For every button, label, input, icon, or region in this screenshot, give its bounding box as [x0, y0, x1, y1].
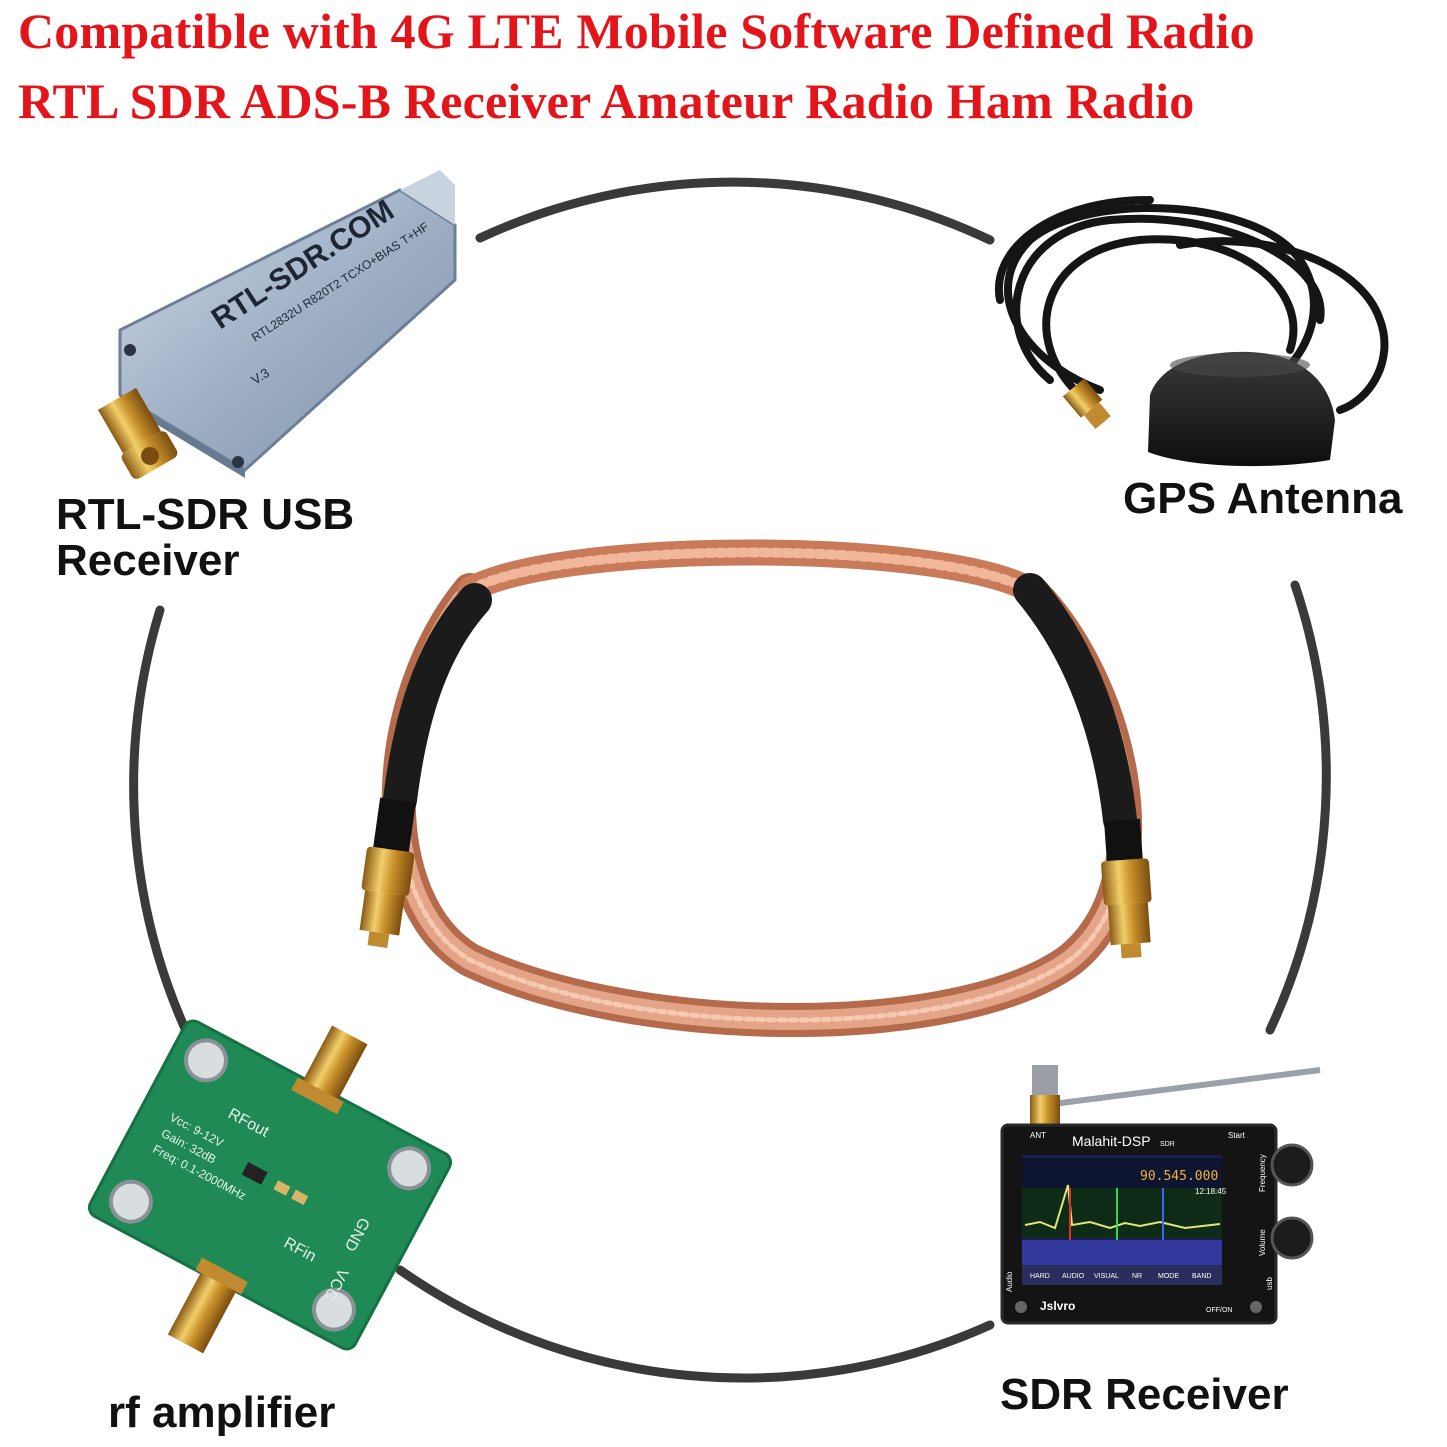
sdr-button-row: HARD AUDIO VISUAL NR MODE BAND — [1030, 1273, 1211, 1280]
gps-puck — [1148, 351, 1335, 467]
sdr-time-readout: 12:18:45 — [1195, 1187, 1227, 1196]
sdr-ant-label: ANT — [1030, 1131, 1046, 1140]
sdr-volume-label: Volume — [1258, 1229, 1267, 1256]
gps-antenna — [994, 196, 1389, 414]
sdr-button-label: HARD — [1030, 1273, 1050, 1280]
sdr-frequency-readout: 90.545.000 — [1140, 1169, 1218, 1184]
sdr-offon-label: OFF/ON — [1206, 1307, 1232, 1314]
sdr-usb-label: usb — [1265, 1277, 1274, 1290]
sdr-audio-label: Audio — [1005, 1271, 1014, 1292]
sdr-button-label: MODE — [1158, 1273, 1179, 1280]
coax-cable — [381, 539, 1142, 1037]
sdr-brand-label: Jslvro — [1040, 1299, 1075, 1313]
sdr-title: Malahit-DSP — [1072, 1133, 1151, 1149]
gps-sma-plug — [1062, 378, 1111, 430]
sdr-button-label: BAND — [1192, 1273, 1211, 1280]
caption-rtl-sdr-line-2: Receiver — [56, 536, 240, 585]
sdr-receiver-device: 90.545.000 12:18:45 Malahit-DSP SDR ANT … — [1000, 1065, 1321, 1325]
volume-knob — [1270, 1216, 1314, 1260]
headline-line-1: Compatible with 4G LTE Mobile Software D… — [18, 3, 1255, 59]
frequency-knob — [1270, 1143, 1314, 1187]
caption-gps-antenna: GPS Antenna — [1123, 474, 1403, 523]
rf-amplifier-board: RFout RFin GND VCC Vcc: 9-12V Gain: 32dB… — [87, 1019, 453, 1354]
sdr-start-label: Start — [1228, 1131, 1246, 1140]
headline-line-2: RTL SDR ADS-B Receiver Amateur Radio Ham… — [18, 73, 1195, 129]
sdr-button-label: NR — [1132, 1273, 1142, 1280]
caption-rf-amplifier: rf amplifier — [108, 1388, 336, 1437]
caption-rtl-sdr-line-1: RTL-SDR USB — [56, 490, 355, 539]
sdr-frequency-label: Frequency — [1258, 1154, 1267, 1192]
sdr-button-label: VISUAL — [1094, 1273, 1119, 1280]
caption-sdr-receiver: SDR Receiver — [1000, 1370, 1289, 1419]
sdr-button-label: AUDIO — [1062, 1273, 1085, 1280]
sdr-title-sub: SDR — [1160, 1141, 1175, 1148]
connection-circle — [129, 177, 1331, 1383]
sma-plug-left — [359, 797, 416, 948]
sma-plug-right — [1101, 818, 1152, 959]
rtl-sdr-dongle: RTL-SDR.COM RTL2832U R820T2 TCXO+BIAS T+… — [97, 170, 457, 479]
